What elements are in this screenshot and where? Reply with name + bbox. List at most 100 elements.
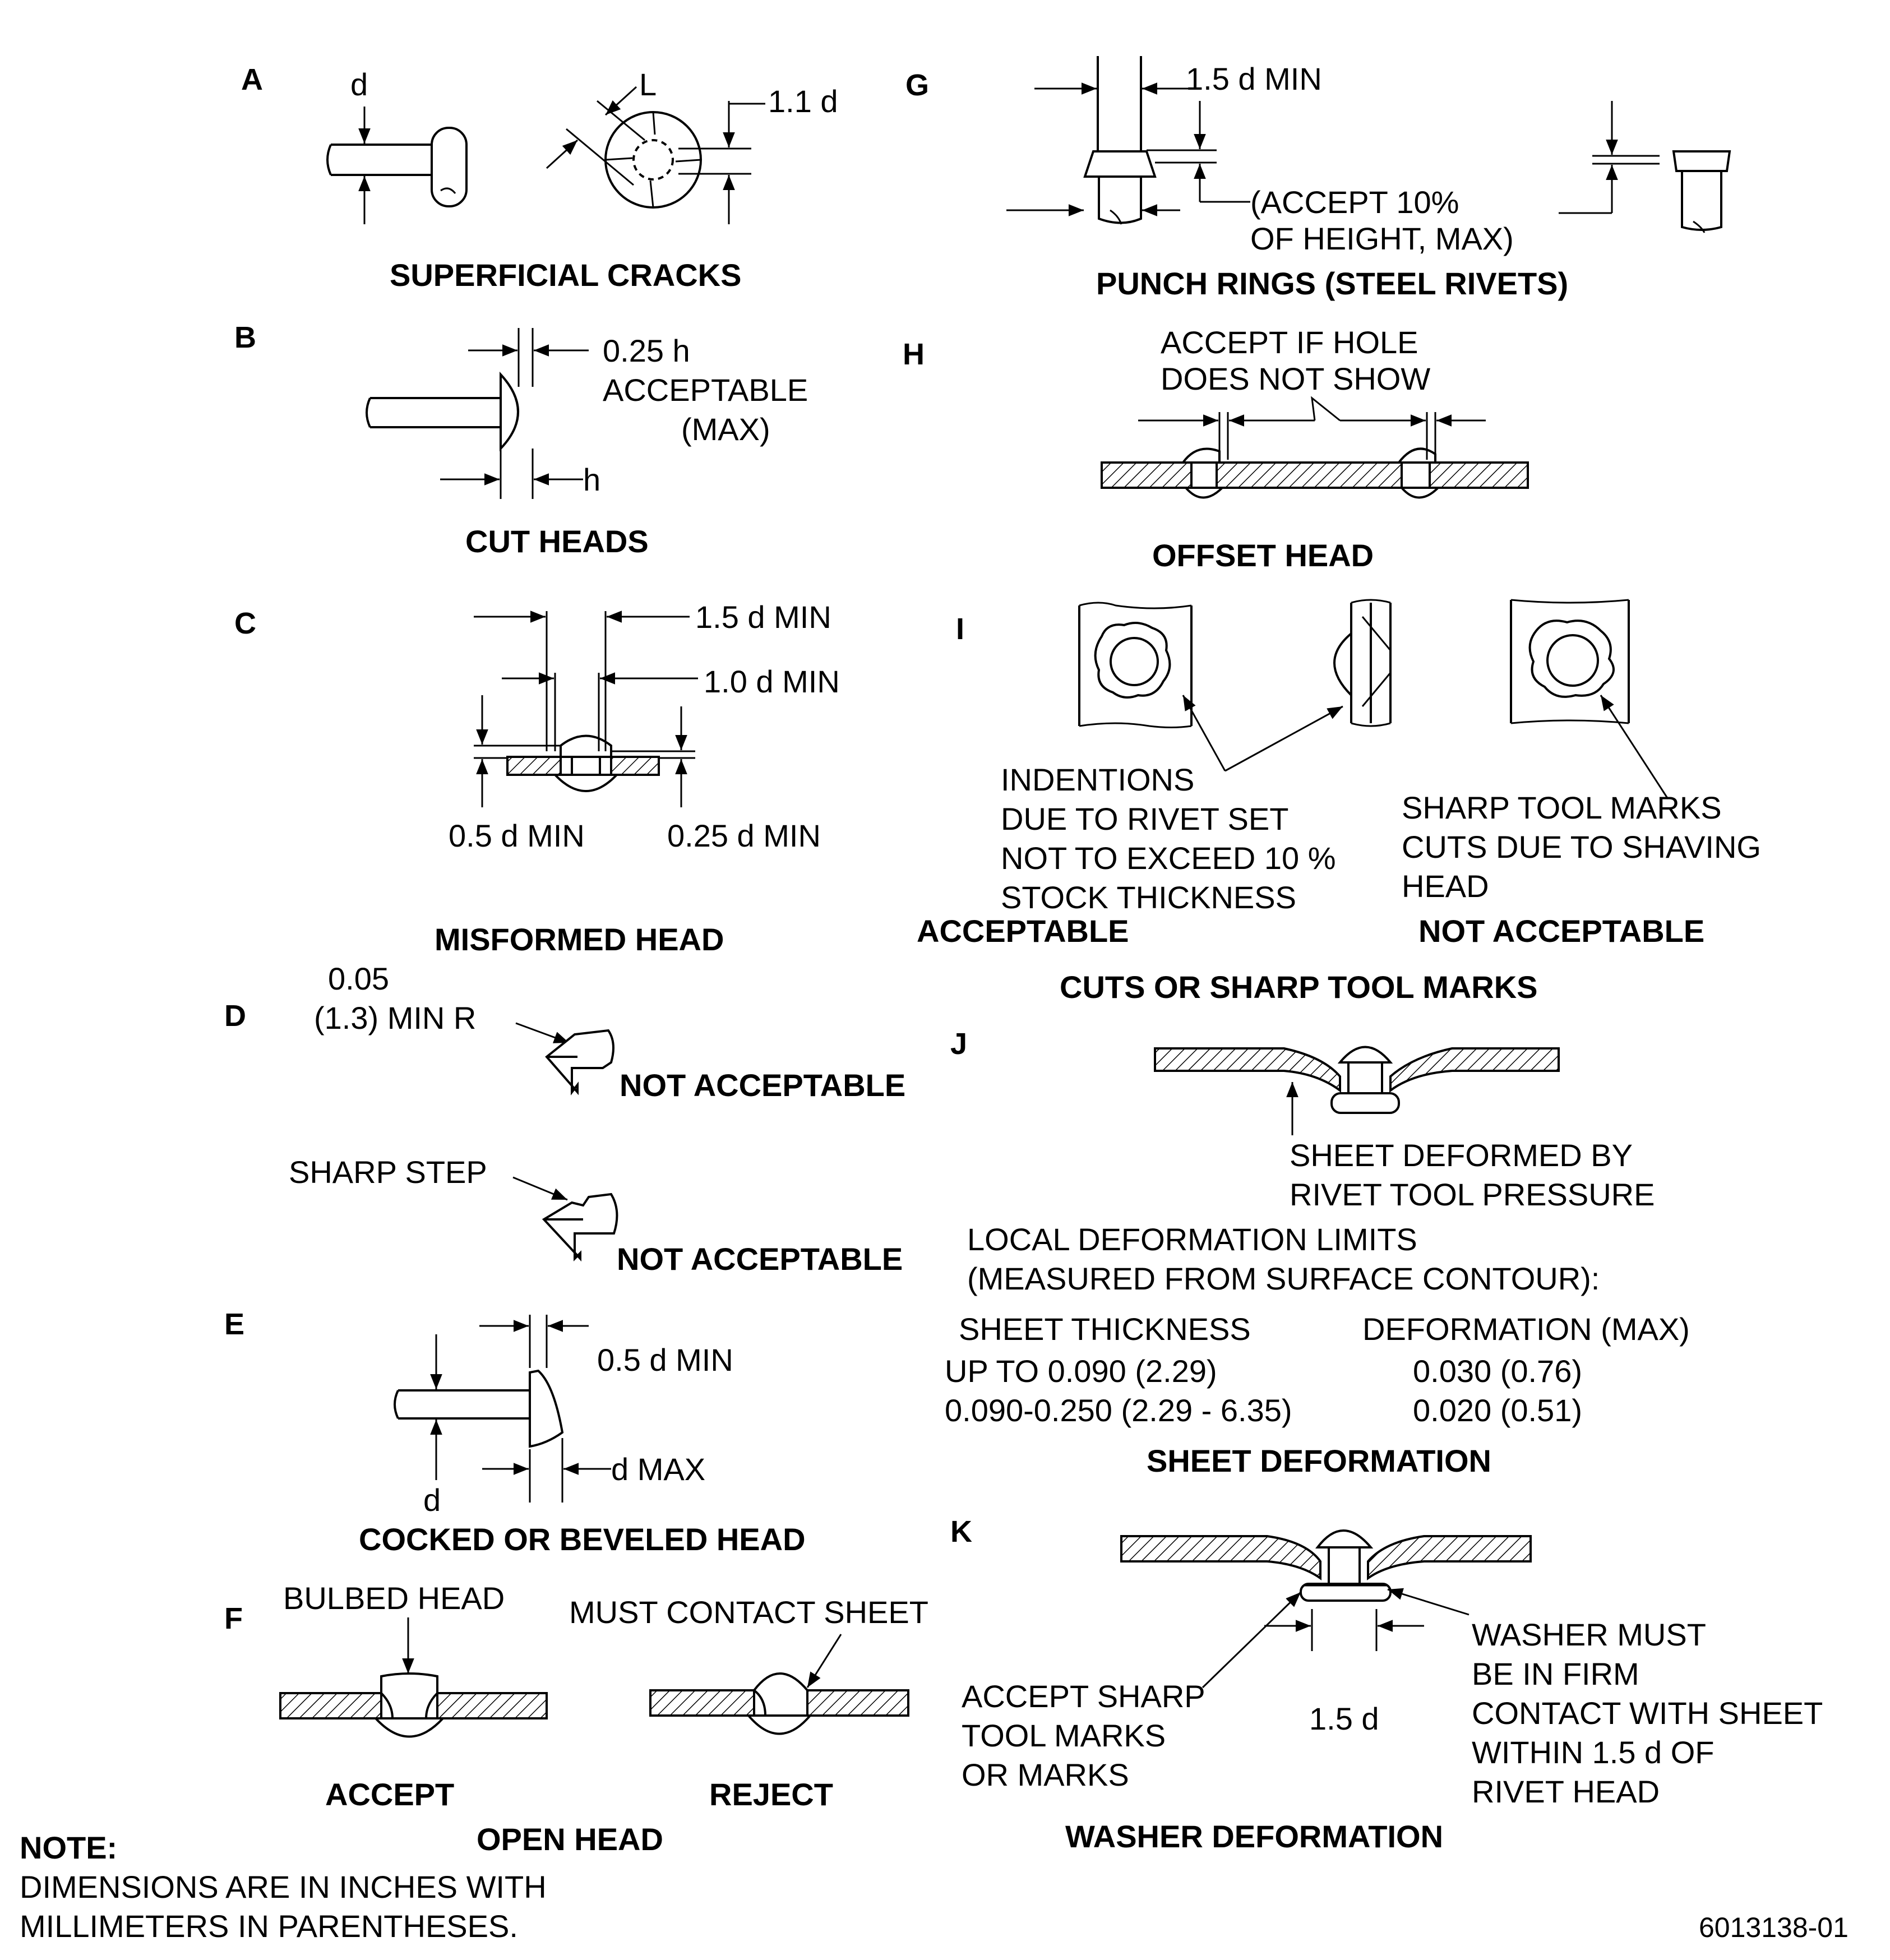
note-heading: NOTE:	[20, 1830, 117, 1865]
note-line-1: DIMENSIONS ARE IN INCHES WITH	[20, 1869, 547, 1904]
dim-1-5d-k-label: 1.5 d	[1309, 1701, 1379, 1736]
indention-view-2	[1333, 599, 1392, 727]
section-i-title: CUTS OR SHARP TOOL MARKS	[1060, 969, 1538, 1005]
tool-marks-line-2: CUTS DUE TO SHAVING	[1402, 829, 1761, 865]
rivet-head-profile-2	[542, 1192, 618, 1262]
section-letter-c: C	[234, 607, 256, 640]
section-j-sheet-deformation: SHEET DEFORMED BY RIVET TOOL PRESSURE LO…	[945, 1046, 1690, 1478]
indention-line-4: STOCK THICKNESS	[1001, 880, 1296, 915]
section-letter-b: B	[234, 321, 256, 354]
dim-1-1d-label: 1.1 d	[768, 84, 838, 119]
rivet-cut-head	[366, 371, 519, 451]
reject-label: REJECT	[709, 1777, 833, 1812]
radius-label-2: (1.3) MIN R	[314, 1000, 476, 1036]
washer-line-4: WITHIN 1.5 d OF	[1472, 1735, 1715, 1770]
section-f-open-head: BULBED HEAD ACCEPT MUST CONTACT SHEET RE…	[279, 1580, 928, 1857]
accept-10pct-label: (ACCEPT 10%	[1250, 184, 1459, 220]
dim-0-25h-label: 0.25 h	[603, 333, 690, 368]
reject-rivet	[649, 1672, 909, 1735]
section-letter-k: K	[950, 1515, 972, 1548]
table-header-deformation: DEFORMATION (MAX)	[1362, 1311, 1690, 1347]
dim-1-0d-label: 1.0 d MIN	[704, 664, 840, 699]
section-letter-h: H	[903, 338, 925, 371]
washer-line-1: WASHER MUST	[1472, 1617, 1706, 1652]
dimension-d: d	[350, 67, 371, 224]
dimension-1-5d-min: 1.5 d MIN	[474, 599, 831, 751]
indention-line-3: NOT TO EXCEED 10 %	[1001, 840, 1336, 876]
dim-g-1-5d-label: 1.5 d MIN	[1186, 61, 1322, 96]
dimension-l: L	[546, 67, 657, 186]
section-letters: A B C D E F G H I J K	[224, 63, 972, 1635]
section-f-title: OPEN HEAD	[477, 1822, 663, 1857]
section-e-cocked-beveled-head: 0.5 d MIN d MAX d COCKED OR BEVELED HEAD	[359, 1315, 806, 1557]
max-label: (MAX)	[681, 412, 770, 447]
indention-line-2: DUE TO RIVET SET	[1001, 801, 1288, 836]
steel-rivet-left	[1083, 56, 1157, 225]
accept-sharp-line-2: TOOL MARKS	[962, 1718, 1166, 1753]
steel-rivet-right	[1559, 101, 1731, 233]
dim-d-label: d	[350, 67, 368, 102]
section-a-title: SUPERFICIAL CRACKS	[390, 257, 741, 293]
radius-label-1: 0.05	[328, 961, 389, 996]
washer-dimension: 1.5 d	[1264, 1609, 1424, 1736]
dimension-h: h	[440, 449, 600, 499]
offset-rivet-left	[1181, 447, 1225, 499]
rivet-side-view	[326, 127, 468, 207]
bulbed-head-label: BULBED HEAD	[283, 1580, 505, 1616]
dimension-0-5d-min: 0.5 d MIN	[449, 695, 585, 853]
section-c-misformed-head: 1.5 d MIN 1.0 d MIN 0.5 d MIN 0.25 d MIN…	[435, 599, 840, 957]
dimension-accept-10pct: (ACCEPT 10% OF HEIGHT, MAX)	[1147, 101, 1514, 256]
washer-line-3: CONTACT WITH SHEET	[1472, 1695, 1823, 1731]
dimension-0-25d-min: 0.25 d MIN	[611, 706, 821, 853]
deformed-sheet	[1154, 1046, 1560, 1114]
section-e-title: COCKED OR BEVELED HEAD	[359, 1522, 806, 1557]
sharp-step-label: SHARP STEP	[289, 1154, 487, 1190]
dim-0-5d-label: 0.5 d MIN	[449, 818, 585, 853]
section-b-cut-heads: 0.25 h ACCEPTABLE (MAX) h CUT HEADS	[366, 328, 808, 559]
misformed-rivet	[506, 734, 660, 792]
table-row-1-deformation: 0.030 (0.76)	[1413, 1353, 1582, 1389]
table-header-thickness: SHEET THICKNESS	[959, 1311, 1251, 1347]
section-g-title: PUNCH RINGS (STEEL RIVETS)	[1096, 266, 1568, 301]
acceptable-label: ACCEPTABLE	[603, 372, 808, 408]
section-k-title: WASHER DEFORMATION	[1065, 1819, 1443, 1854]
table-row-2-thickness: 0.090-0.250 (2.29 - 6.35)	[945, 1393, 1292, 1428]
table-row-2-deformation: 0.020 (0.51)	[1413, 1393, 1582, 1428]
section-letter-f: F	[224, 1602, 243, 1635]
table-row-1-thickness: UP TO 0.090 (2.29)	[945, 1353, 1217, 1389]
dim-e-d-label: d	[423, 1482, 441, 1518]
section-letter-e: E	[224, 1307, 244, 1341]
section-d: 0.05 (1.3) MIN R NOT ACCEPTABLE SHARP ST…	[289, 961, 905, 1277]
section-k-washer-deformation: 1.5 d ACCEPT SHARP TOOL MARKS OR MARKS W…	[962, 1529, 1823, 1854]
section-letter-i: I	[956, 612, 964, 646]
dimension-0-25h: 0.25 h ACCEPTABLE (MAX)	[468, 328, 808, 447]
washer-line-5: RIVET HEAD	[1472, 1774, 1660, 1809]
washer-line-2: BE IN FIRM	[1472, 1656, 1639, 1691]
dim-0-25d-label: 0.25 d MIN	[667, 818, 821, 853]
section-letter-g: G	[905, 68, 929, 102]
limits-line-2: (MEASURED FROM SURFACE CONTOUR):	[967, 1261, 1600, 1296]
section-h-offset-head: ACCEPT IF HOLE DOES NOT SHOW	[1101, 325, 1529, 573]
i-acceptable-label: ACCEPTABLE	[917, 913, 1129, 949]
dimension-1-1d: 1.1 d	[678, 84, 838, 224]
rivet-top-view	[604, 111, 702, 209]
indention-line-1: INDENTIONS	[1001, 762, 1194, 797]
deformed-note-2: RIVET TOOL PRESSURE	[1290, 1177, 1655, 1212]
accept-sharp-line-3: OR MARKS	[962, 1757, 1129, 1792]
section-g-punch-rings: 1.5 d MIN (ACCEPT 10% OF HEIGHT, MAX) PU…	[1006, 56, 1731, 301]
section-a-superficial-cracks: d L 1.1 d SUPERFICIAL CRACKS	[326, 67, 838, 293]
dim-h-label: h	[583, 462, 600, 497]
washer-sheet	[1120, 1529, 1532, 1602]
tool-marks-line-1: SHARP TOOL MARKS	[1402, 790, 1722, 825]
accept-if-hole-label: ACCEPT IF HOLE	[1161, 325, 1418, 360]
section-b-title: CUT HEADS	[465, 524, 649, 559]
dim-l-label: L	[639, 67, 657, 102]
section-letter-a: A	[241, 63, 263, 96]
dim-e-0-5d-label: 0.5 d MIN	[597, 1342, 733, 1377]
of-height-label: OF HEIGHT, MAX)	[1250, 221, 1514, 256]
offset-sheet	[1101, 461, 1529, 489]
indention-view-1	[1078, 602, 1193, 728]
section-h-title: OFFSET HEAD	[1152, 538, 1374, 573]
deformation-table: SHEET THICKNESS DEFORMATION (MAX) UP TO …	[945, 1311, 1690, 1428]
does-not-show-label: DOES NOT SHOW	[1161, 361, 1430, 396]
